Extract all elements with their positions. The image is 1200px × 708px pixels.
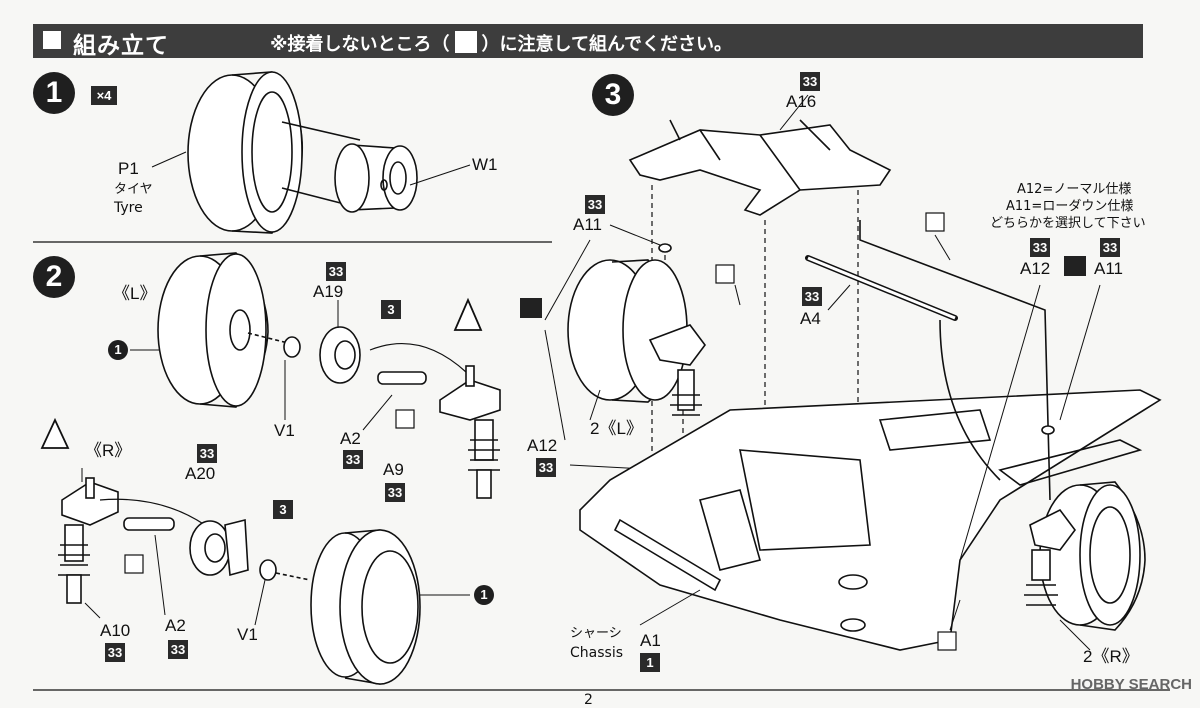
right-assembly-ref: 2《R》 [1083, 647, 1139, 666]
tyre-part-label: P1 [118, 159, 139, 178]
v1-label-top: V1 [274, 421, 295, 440]
a11-label-left: A11 [573, 215, 602, 234]
a2-label-bottom: A2 [165, 616, 186, 635]
a2-label-top: A2 [340, 429, 361, 448]
a19-runner-badge: 33 [326, 262, 346, 281]
glue-note: ※接着しないところ（ ）に注意して組んでください。 [270, 30, 732, 56]
step3-number: 3 [592, 74, 634, 116]
chassis-jp-label: シャーシ [570, 626, 622, 641]
variant-note-line3: どちらかを選択して下さい [990, 216, 1146, 231]
a20-label: A20 [185, 464, 216, 483]
variant-note-line2: A11=ローダウン仕様 [1006, 199, 1134, 214]
step2-ref-circle-bottom: 1 [474, 585, 494, 605]
a12-label-left: A12 [527, 436, 558, 455]
a2-runner-badge-bottom: 33 [168, 640, 188, 659]
right-side-label: 《R》 [85, 441, 132, 460]
wheel-part-label: W1 [472, 155, 498, 174]
a4-label: A4 [800, 309, 821, 328]
a10-label: A10 [100, 621, 131, 640]
step1-multiplier: ×4 [91, 86, 117, 105]
watermark: HOBBY SEARCH [1070, 676, 1192, 693]
a16-runner-badge: 33 [800, 72, 820, 91]
step1-wheel-drawing [334, 143, 418, 213]
tyre-jp-label: タイヤ [114, 182, 153, 197]
left-assembly-ref: 2《L》 [590, 419, 643, 438]
a12-label-right: A12 [1020, 259, 1051, 278]
step2-runner3-top: 3 [381, 300, 401, 319]
step2-runner3-bottom: 3 [273, 500, 293, 519]
a1-label: A1 [640, 631, 661, 650]
a1-runner-badge: 1 [640, 653, 660, 672]
a2-runner-badge-top: 33 [343, 450, 363, 469]
a11-runner-badge-right: 33 [1100, 238, 1120, 257]
step1-tyre-drawing [187, 71, 361, 234]
a12-runner-badge-right: 33 [1030, 238, 1050, 257]
header-square-icon [43, 31, 61, 49]
glue-note-suffix: ）に注意して組んでください。 [481, 34, 733, 55]
step2-a10-shock [58, 477, 119, 604]
step2-number: 2 [33, 256, 75, 298]
a11-runner-badge-left: 33 [585, 195, 605, 214]
step3-right-wheel [1024, 481, 1146, 631]
step2-right-tyre [310, 529, 421, 685]
no-glue-icon [454, 31, 477, 53]
tyre-en-label: Tyre [114, 200, 143, 216]
step3-chassis [579, 220, 1162, 651]
section-header: 組み立て ※接着しないところ（ ）に注意して組んでください。 [33, 24, 1143, 59]
glue-note-prefix: ※接着しないところ（ [270, 34, 450, 55]
section-title: 組み立て [73, 33, 169, 59]
step3-a16-frame [628, 119, 892, 216]
v1-label-bottom: V1 [237, 625, 258, 644]
variant-note-line1: A12=ノーマル仕様 [1017, 182, 1132, 197]
step1-number: 1 [33, 72, 75, 114]
left-side-label: 《L》 [113, 284, 157, 303]
a20-runner-badge: 33 [197, 444, 217, 463]
chassis-en-label: Chassis [570, 645, 623, 661]
page-number: 2 [584, 692, 593, 708]
a9-runner-badge: 33 [385, 483, 405, 502]
a16-label: A16 [786, 92, 817, 111]
step2-ref-circle-top: 1 [108, 340, 128, 360]
a12-runner-badge-left: 33 [536, 458, 556, 477]
step3-left-shock [648, 324, 706, 416]
a19-label: A19 [313, 282, 344, 301]
a9-label: A9 [383, 460, 404, 479]
step2-a9-shock [439, 365, 501, 499]
a10-runner-badge: 33 [105, 643, 125, 662]
step2-left-tyre [157, 252, 269, 408]
a4-runner-badge: 33 [802, 287, 822, 306]
a11-label-right: A11 [1094, 259, 1123, 278]
